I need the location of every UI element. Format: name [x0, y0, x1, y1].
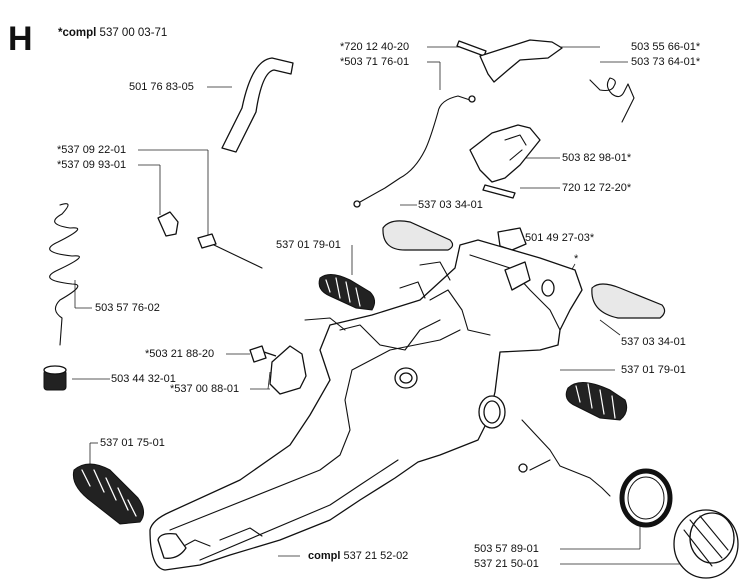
- strap-eyelet: [518, 463, 528, 473]
- label-valve: *537 09 93-01: [57, 159, 127, 171]
- label-throttle-lockout: 503 82 98-01*: [562, 152, 632, 164]
- label-damper-spring-upper: 537 01 79-01: [276, 239, 341, 251]
- compl-bottom-number: 537 21 52-02: [343, 550, 409, 562]
- label-star: *: [574, 253, 579, 265]
- strap-part: [521, 419, 611, 497]
- label-screw: *503 21 88-20: [145, 348, 215, 360]
- label-damper-lower-left: 537 01 75-01: [100, 437, 165, 449]
- damper-spring-upper: [318, 274, 376, 311]
- cable-end-lower: [353, 200, 361, 208]
- label-fuel-hose: 501 76 83-05: [129, 81, 194, 93]
- screw-part: [249, 345, 277, 363]
- label-coil-spring: 503 57 76-02: [95, 302, 160, 314]
- label-plug: *537 00 88-01: [170, 383, 240, 395]
- throttle-cable-part: [359, 95, 471, 203]
- strap-link: [529, 459, 551, 471]
- label-throttle-trigger: 503 55 66-01*: [631, 41, 701, 53]
- damper-pad-upper-part: [382, 220, 454, 251]
- throttle-lockout-part: [469, 124, 541, 183]
- valve-part: [197, 233, 217, 249]
- label-throttle-cable: *503 71 76-01: [340, 56, 410, 68]
- leader-537008801-b: [267, 371, 271, 390]
- fuel-filter-part: [157, 211, 179, 237]
- label-damper-pad-rear: 537 03 34-01: [621, 336, 686, 348]
- label-damper-pad-upper: 537 03 34-01: [418, 199, 483, 211]
- compl-prefix: *compl: [58, 27, 97, 39]
- compl-number: 537 00 03-71: [99, 27, 168, 39]
- label-compl-bottom: compl 537 21 52-02: [308, 550, 408, 562]
- compl-assembly-label: *compl 537 00 03-71: [58, 27, 167, 39]
- label-pin-upper: *720 12 40-20: [340, 41, 410, 53]
- throttle-lockout-detail: [504, 134, 527, 161]
- label-pin-lower: 720 12 72-20*: [562, 182, 632, 194]
- label-damper-spring-right: 537 01 79-01: [621, 364, 686, 376]
- label-clip: 501 49 27-03*: [525, 232, 595, 244]
- pin-upper-part: [456, 40, 487, 57]
- cap-small-part: [43, 365, 67, 391]
- tank-housing-part: [149, 239, 583, 571]
- damper-pad-rear-part: [591, 283, 666, 319]
- plug-part: [269, 345, 307, 395]
- coil-spring-part: [49, 203, 80, 346]
- pin-lower-part: [482, 184, 516, 199]
- valve-rod-part: [213, 244, 263, 269]
- damper-spring-right: [565, 382, 628, 421]
- leader-537033401b: [599, 319, 621, 336]
- compl-bottom-prefix: compl: [308, 550, 341, 562]
- fuel-cap-part: [673, 509, 739, 579]
- throttle-trigger-part: [479, 39, 563, 83]
- label-gasket-ring: 503 57 89-01: [474, 543, 539, 555]
- cable-end-upper: [468, 95, 476, 103]
- damper-lower-left: [72, 463, 144, 525]
- label-fuel-filter: *537 09 22-01: [57, 144, 127, 156]
- trigger-spring-part: [589, 77, 635, 123]
- label-trigger-spring: 503 73 64-01*: [631, 56, 701, 68]
- gasket-ring-part: [619, 468, 673, 528]
- fuel-hose-part: [221, 57, 294, 153]
- label-fuel-cap: 537 21 50-01: [474, 558, 539, 570]
- section-letter: H: [8, 20, 33, 58]
- label-cap-small: 503 44 32-01: [111, 373, 176, 385]
- clip-part: [497, 227, 527, 251]
